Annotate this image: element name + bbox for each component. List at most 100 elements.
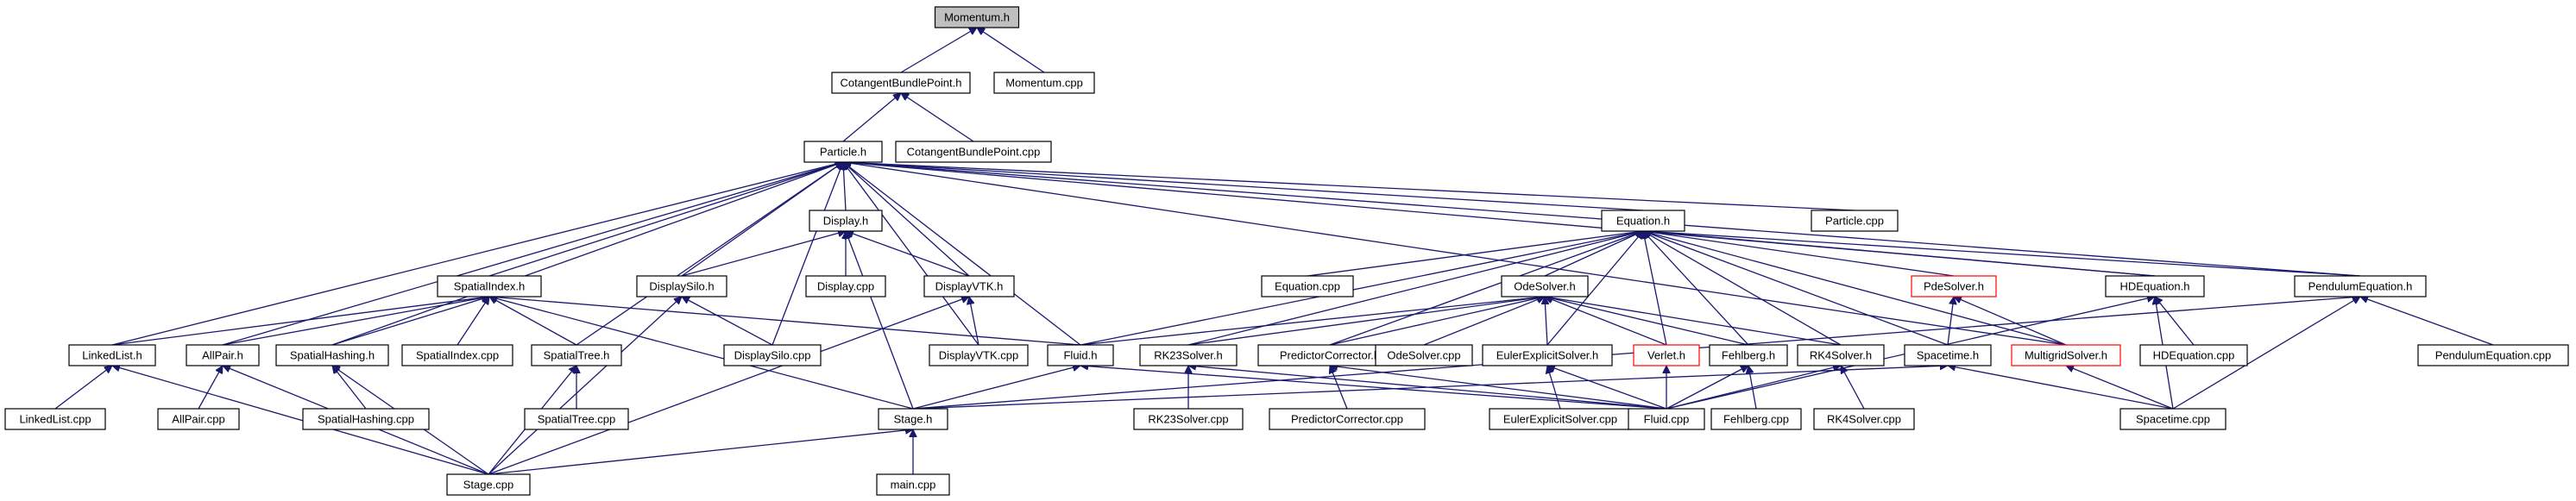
node-label: MultigridSolver.h xyxy=(2025,348,2107,361)
edge-rk4solver_h-fluid_cpp xyxy=(1666,366,1841,410)
edge-spatialindex_h-spatialtree_h xyxy=(489,296,577,346)
node-odesolver_h[interactable]: OdeSolver.h xyxy=(1501,275,1589,297)
node-label: Momentum.cpp xyxy=(1005,76,1083,89)
node-spatialindex_h[interactable]: SpatialIndex.h xyxy=(437,275,542,297)
edge-hdequation_h-hdequation_cpp xyxy=(2155,297,2195,346)
node-spatialhashing_cpp[interactable]: SpatialHashing.cpp xyxy=(302,408,430,430)
node-equation_h[interactable]: Equation.h xyxy=(1601,210,1685,232)
edge-pendulumequation_h-pendulumequation_cpp xyxy=(2360,297,2494,346)
node-label: PredictorCorrector.cpp xyxy=(1291,412,1403,425)
node-label: Spacetime.h xyxy=(1917,348,1979,361)
node-pdesolver_h[interactable]: PdeSolver.h xyxy=(1911,275,1997,297)
node-main_cpp[interactable]: main.cpp xyxy=(876,473,950,496)
node-label: SpatialIndex.h xyxy=(454,279,525,292)
node-label: EulerExplicitSolver.cpp xyxy=(1503,412,1617,425)
edge-allpair_h-allpair_cpp xyxy=(198,366,224,410)
node-label: DisplayVTK.h xyxy=(935,279,1004,292)
node-rk23solver_h[interactable]: RK23Solver.h xyxy=(1139,344,1238,366)
node-label: CotangentBundlePoint.h xyxy=(841,76,962,89)
node-label: DisplayVTK.cpp xyxy=(939,348,1018,361)
node-hdequation_h[interactable]: HDEquation.h xyxy=(2105,275,2205,297)
node-allpair_h[interactable]: AllPair.h xyxy=(186,344,260,366)
node-label: Fehlberg.h xyxy=(1722,348,1775,361)
node-spatialtree_h[interactable]: SpatialTree.h xyxy=(531,344,622,366)
node-label: HDEquation.h xyxy=(2120,279,2190,292)
edge-particle_h-displayvtk_cpp xyxy=(843,162,979,346)
node-momentum_h[interactable]: Momentum.h xyxy=(934,6,1020,28)
node-box xyxy=(446,473,531,496)
node-box xyxy=(1269,408,1426,430)
node-rk23solver_cpp[interactable]: RK23Solver.cpp xyxy=(1133,408,1244,430)
node-verlet_h[interactable]: Verlet.h xyxy=(1633,344,1700,366)
node-particle_cpp[interactable]: Particle.cpp xyxy=(1811,210,1899,232)
edge-odesolver_h-predictorcorrector_h xyxy=(1329,297,1545,346)
node-label: Fluid.h xyxy=(1063,348,1097,361)
node-box xyxy=(878,408,948,430)
node-momentum_cpp[interactable]: Momentum.cpp xyxy=(993,72,1095,94)
node-pendulumequation_h[interactable]: PendulumEquation.h xyxy=(2294,275,2427,297)
edge-predictorcorrector_h-fluid_cpp xyxy=(1330,366,1667,410)
edge-particle_h-spatialhashing_h xyxy=(331,162,843,346)
node-label: Stage.h xyxy=(894,412,933,425)
node-displaysilo_cpp[interactable]: DisplaySilo.cpp xyxy=(723,344,822,366)
node-eulerexplicit_cpp[interactable]: EulerExplicitSolver.cpp xyxy=(1489,408,1632,430)
node-label: Spacetime.cpp xyxy=(2136,412,2210,425)
node-particle_h[interactable]: Particle.h xyxy=(803,141,883,163)
node-spatialindex_cpp[interactable]: SpatialIndex.cpp xyxy=(401,344,513,366)
edge-odesolver_h-odesolver_cpp xyxy=(1423,297,1545,346)
node-fehlberg_cpp[interactable]: Fehlberg.cpp xyxy=(1710,408,1802,430)
node-displayvtk_h[interactable]: DisplayVTK.h xyxy=(923,275,1015,297)
node-display_h[interactable]: Display.h xyxy=(809,210,883,232)
node-label: RK23Solver.h xyxy=(1154,348,1223,361)
edge-spatialindex_h-linkedlist_h xyxy=(111,297,489,346)
node-box xyxy=(993,72,1095,94)
node-cotangent_h[interactable]: CotangentBundlePoint.h xyxy=(831,72,971,94)
node-hdequation_cpp[interactable]: HDEquation.cpp xyxy=(2139,344,2248,366)
node-allpair_cpp[interactable]: AllPair.cpp xyxy=(157,408,240,430)
node-fluid_h[interactable]: Fluid.h xyxy=(1047,344,1114,366)
node-box xyxy=(524,408,629,430)
node-display_cpp[interactable]: Display.cpp xyxy=(805,275,886,297)
edge-particle_h-equation_h xyxy=(843,162,1644,211)
edge-spatialindex_h-stage_h xyxy=(489,297,914,410)
edge-fluid_h-stage_h xyxy=(912,366,1080,410)
edge-odesolver_h-fluid_h xyxy=(1080,297,1545,346)
node-eulerexplicit_h[interactable]: EulerExplicitSolver.h xyxy=(1482,344,1613,366)
node-fluid_cpp[interactable]: Fluid.cpp xyxy=(1628,408,1705,430)
node-box xyxy=(2011,344,2121,366)
node-equation_cpp[interactable]: Equation.cpp xyxy=(1261,275,1354,297)
node-predictorcorrector_cpp[interactable]: PredictorCorrector.cpp xyxy=(1269,408,1426,430)
node-spacetime_cpp[interactable]: Spacetime.cpp xyxy=(2119,408,2226,430)
node-rk4solver_h[interactable]: RK4Solver.h xyxy=(1797,344,1885,366)
node-odesolver_cpp[interactable]: OdeSolver.cpp xyxy=(1375,344,1473,366)
edge-equation_h-pendulumequation_h xyxy=(1643,231,2361,277)
edge-spacetime_h-stage_h xyxy=(912,366,1948,410)
node-displaysilo_h[interactable]: DisplaySilo.h xyxy=(636,275,727,297)
node-box xyxy=(4,408,106,430)
node-stage_cpp[interactable]: Stage.cpp xyxy=(446,473,531,496)
node-spatialhashing_h[interactable]: SpatialHashing.h xyxy=(275,344,389,366)
node-spatialtree_cpp[interactable]: SpatialTree.cpp xyxy=(524,408,629,430)
node-multigrid_h[interactable]: MultigridSolver.h xyxy=(2011,344,2121,366)
node-label: PdeSolver.h xyxy=(1924,279,1984,292)
node-spacetime_h[interactable]: Spacetime.h xyxy=(1904,344,1992,366)
node-box xyxy=(275,344,389,366)
edge-particle_h-linkedlist_h xyxy=(111,162,843,346)
edge-equation_h-rk4solver_h xyxy=(1643,230,1842,346)
node-fehlberg_h[interactable]: Fehlberg.h xyxy=(1709,344,1788,366)
node-displayvtk_cpp[interactable]: DisplayVTK.cpp xyxy=(929,344,1029,366)
node-stage_h[interactable]: Stage.h xyxy=(878,408,948,430)
edge-spatialindex_h-allpair_h xyxy=(222,297,489,346)
node-pendulumequation_cpp[interactable]: PendulumEquation.cpp xyxy=(2417,344,2569,366)
node-box xyxy=(895,141,1052,163)
node-label: SpatialHashing.h xyxy=(290,348,375,361)
edge-particle_h-display_h xyxy=(843,162,846,211)
node-rk4solver_cpp[interactable]: RK4Solver.cpp xyxy=(1813,408,1915,430)
node-linkedlist_h[interactable]: LinkedList.h xyxy=(68,344,156,366)
node-label: LinkedList.cpp xyxy=(19,412,91,425)
node-linkedlist_cpp[interactable]: LinkedList.cpp xyxy=(4,408,106,430)
node-cotangent_cpp[interactable]: CotangentBundlePoint.cpp xyxy=(895,141,1052,163)
node-box xyxy=(1489,408,1632,430)
